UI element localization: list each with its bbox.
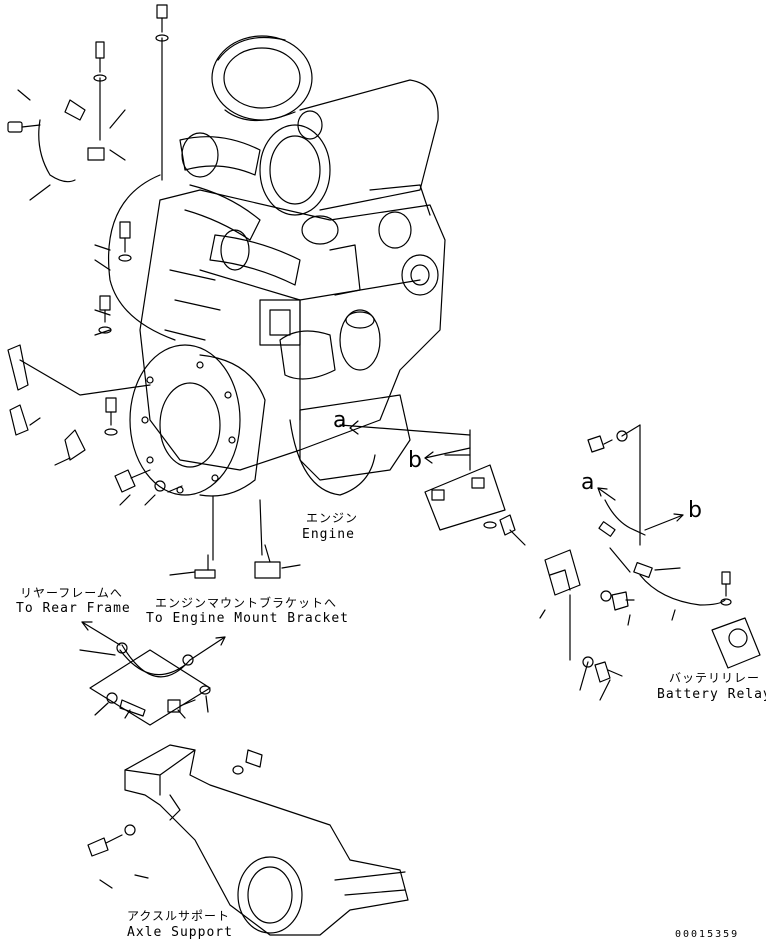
engine-assembly xyxy=(108,35,446,497)
battery-relay-label-en: Battery Relay xyxy=(657,687,766,702)
mount-bracket-label-en: To Engine Mount Bracket xyxy=(146,611,350,626)
rear-frame-cable xyxy=(79,621,226,726)
ref-letter-a-engine: a xyxy=(333,408,347,433)
battery-relay-label-jp: バッテリリレー xyxy=(669,671,761,685)
ref-letter-b-plate: b xyxy=(408,448,422,473)
engine-label-jp: エンジン xyxy=(306,511,359,525)
ref-letter-a-relay: a xyxy=(581,470,595,495)
axle-support xyxy=(87,744,409,936)
drawing-number: 00015359 xyxy=(675,929,740,940)
rear-frame-label-jp: リヤーフレームへ xyxy=(20,586,123,600)
axle-support-label-jp: アクスルサポート xyxy=(127,909,231,923)
axle-support-label-en: Axle Support xyxy=(127,925,233,940)
battery-relay-assembly xyxy=(539,424,761,701)
reference-arrows xyxy=(339,420,684,531)
left-harness-parts xyxy=(7,4,301,579)
rear-frame-label-en: To Rear Frame xyxy=(16,601,131,616)
mount-bracket-label-jp: エンジンマウントブラケットへ xyxy=(155,596,338,610)
engine-label-en: Engine xyxy=(302,527,355,542)
ref-letter-b-relay: b xyxy=(688,498,702,523)
relay-plate-assembly xyxy=(424,429,526,546)
